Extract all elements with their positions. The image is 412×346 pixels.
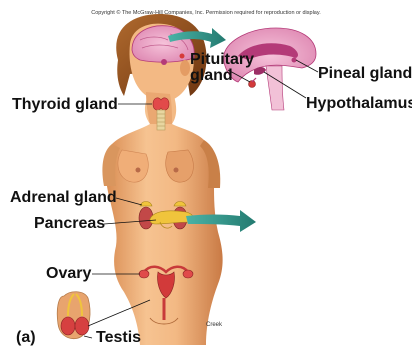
ovary-right — [183, 270, 193, 278]
label-adrenal: Adrenal gland — [10, 190, 117, 206]
leader-testis — [84, 336, 92, 338]
brainstem — [266, 66, 284, 110]
pineal-dot — [180, 54, 185, 59]
label-pancreas: Pancreas — [34, 216, 105, 232]
label-ovary: Ovary — [46, 266, 91, 282]
illustrator-credit: Creek — [206, 322, 222, 328]
pituitary-dot — [161, 59, 167, 65]
label-testis: Testis — [96, 330, 141, 346]
label-pituitary-line2: gland — [190, 68, 233, 84]
label-pituitary-line1: Pituitary — [190, 52, 254, 68]
ovary-left — [139, 270, 149, 278]
label-thyroid: Thyroid gland — [12, 97, 118, 113]
breast-left — [118, 150, 148, 182]
ear — [180, 60, 190, 76]
testis-right — [75, 317, 89, 335]
label-pineal: Pineal gland — [318, 66, 412, 82]
label-hypothalamus: Hypothalamus — [306, 96, 412, 112]
thyroid-organ — [153, 98, 169, 110]
testis-left — [61, 317, 75, 335]
panel-label: (a) — [16, 330, 36, 346]
breast-right — [166, 150, 194, 182]
pineal-inset — [292, 58, 297, 63]
